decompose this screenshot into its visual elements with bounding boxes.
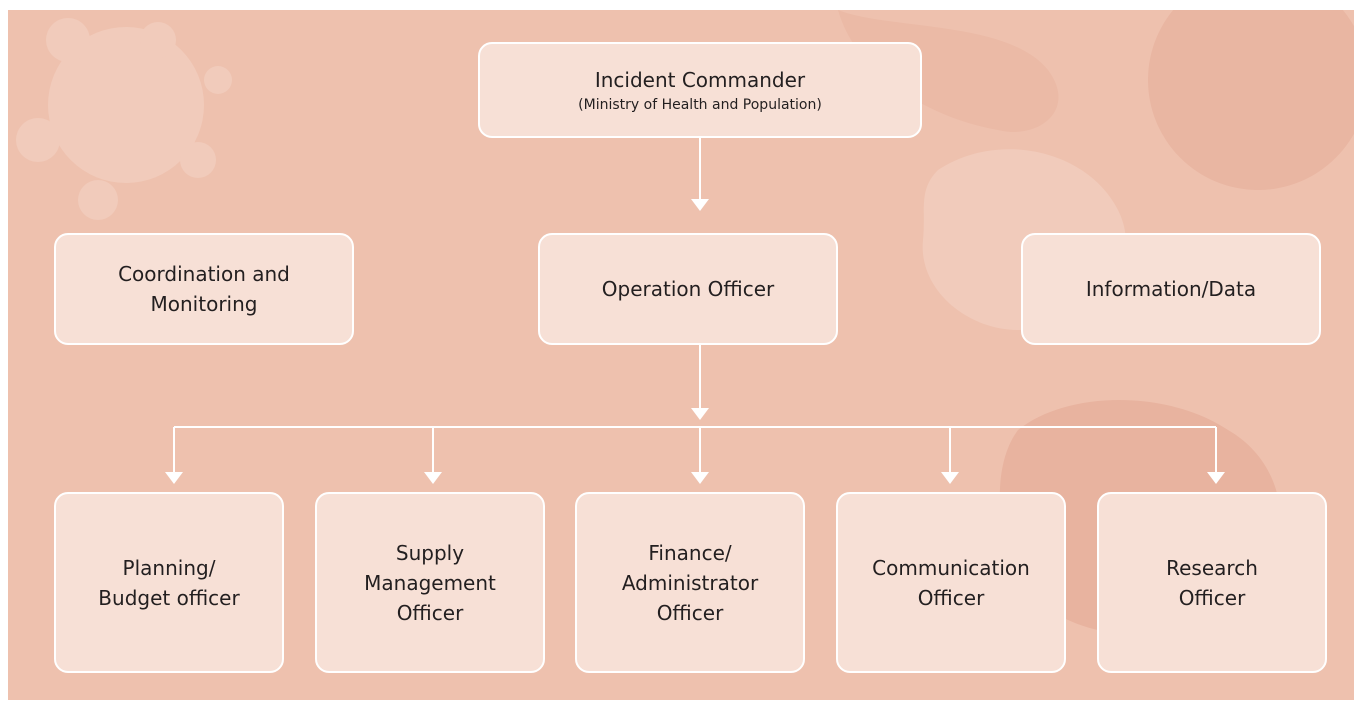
arrowhead-icon (165, 472, 183, 484)
research-officer-box: Research Officer (1097, 492, 1327, 673)
arrowhead-icon (691, 472, 709, 484)
incident-commander-title: Incident Commander (594, 68, 806, 92)
coordination-monitoring-box: Coordination and Monitoring (54, 233, 354, 345)
finance-administrator-officer-box: Finance/ Administrator Officer (575, 492, 805, 673)
information-data-box: Information/Data (1021, 233, 1321, 345)
coordination-monitoring-label: Coordination and Monitoring (118, 262, 290, 316)
arrowhead-icon (691, 408, 709, 420)
arrowhead-icon (1207, 472, 1225, 484)
planning-budget-officer-box: Planning/ Budget officer (54, 492, 284, 673)
communication-officer-box: Communication Officer (836, 492, 1066, 673)
planning-budget-officer-label: Planning/ Budget officer (98, 555, 240, 610)
supply-management-officer-label: Supply Management Officer (364, 540, 496, 625)
arrowhead-icon (691, 199, 709, 211)
arrowhead-icon (941, 472, 959, 484)
incident-commander-box: Incident Commander (Ministry of Health a… (478, 42, 922, 138)
incident-commander-subtitle: (Ministry of Health and Population) (578, 97, 822, 113)
finance-administrator-officer-label: Finance/ Administrator Officer (621, 540, 759, 625)
information-data-label: Information/Data (1085, 277, 1257, 301)
supply-management-officer-box: Supply Management Officer (315, 492, 545, 673)
research-officer-label: Research Officer (1166, 555, 1258, 610)
communication-officer-label: Communication Officer (872, 555, 1030, 610)
arrowhead-icon (424, 472, 442, 484)
operation-officer-box: Operation Officer (538, 233, 838, 345)
operation-officer-label: Operation Officer (601, 277, 775, 301)
